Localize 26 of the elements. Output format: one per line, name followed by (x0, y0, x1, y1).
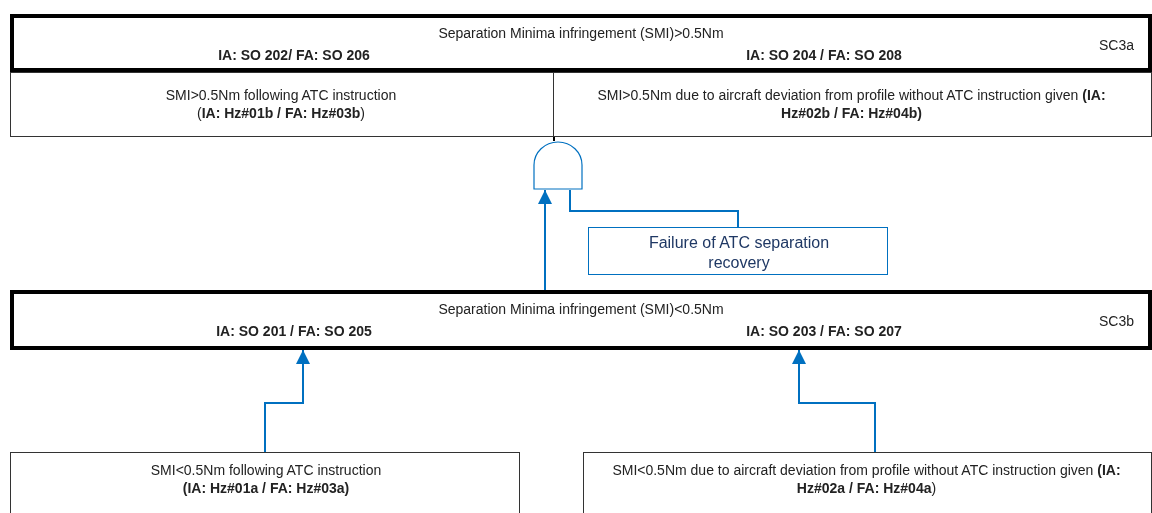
event-text: Failure of ATC separation recovery (647, 233, 831, 273)
scenario-id: SC3b (1097, 312, 1134, 330)
connector (569, 189, 739, 228)
event-box (10, 452, 520, 513)
event-code: IA: SO 204 / FA: SO 208 (745, 46, 903, 64)
event-text: SMI<0.5Nm due to aircraft deviation from profile without ATC instruction given (IA: Hz#02a / FA: Hz#04a) (611, 461, 1122, 497)
event-text: SMI>0.5Nm due to aircraft deviation from profile without ATC instruction given (IA: Hz#02b / FA: Hz#04b) (596, 86, 1107, 122)
event-text: Separation Minima infringement (SMI)<0.5Nm (437, 300, 725, 318)
and-gate-symbol (533, 141, 583, 190)
connector (553, 136, 555, 142)
event-code: IA: SO 203 / FA: SO 207 (745, 322, 903, 340)
event-text: SMI>0.5Nm following ATC instruction (IA: Hz#01b / FA: Hz#03b) (164, 86, 398, 122)
event-band (10, 14, 1152, 72)
event-text: Separation Minima infringement (SMI)>0.5Nm (437, 24, 725, 42)
event-code: IA: SO 202/ FA: SO 206 (217, 46, 371, 64)
connector (264, 349, 310, 453)
scenario-id: SC3a (1097, 36, 1134, 54)
connector (792, 349, 876, 453)
connector (538, 189, 552, 291)
event-code: IA: SO 201 / FA: SO 205 (215, 322, 373, 340)
event-box (10, 72, 554, 137)
event-box (583, 452, 1152, 513)
event-text: SMI<0.5Nm following ATC instruction (IA: Hz#01a / FA: Hz#03a) (149, 461, 383, 497)
event-band (10, 290, 1152, 350)
event-box (588, 227, 888, 275)
event-box (553, 72, 1152, 137)
